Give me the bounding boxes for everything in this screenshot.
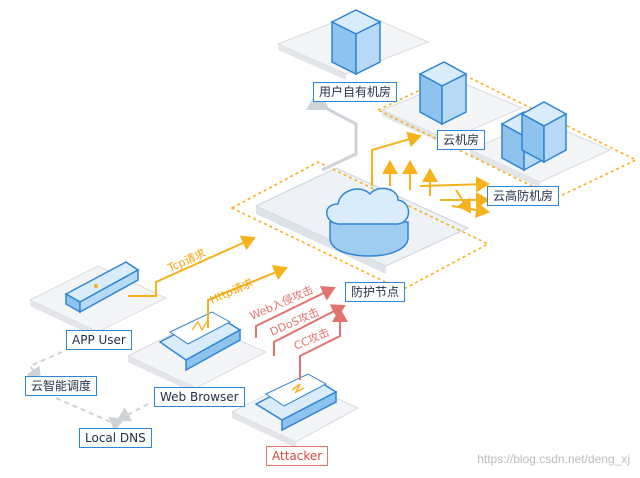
protection-node-dashed-box: [230, 161, 490, 291]
server-icon-high-defense: [500, 101, 568, 172]
http-request-label: Http请求: [208, 276, 255, 307]
attack-arrows: [255, 286, 348, 380]
http-request-arrow: [207, 265, 288, 328]
phone-device-icon: [64, 261, 140, 314]
laptop-device-icon: [158, 311, 242, 372]
cloud-icon: [326, 187, 410, 257]
app-user-label: APP User: [66, 330, 132, 350]
connector-to-user-room: [306, 89, 358, 172]
dns-dashed-links: [26, 351, 149, 432]
watermark-text: https://blog.csdn.net/deng_xj: [477, 452, 630, 466]
attacker-label: Attacker: [266, 446, 329, 466]
tcp-request-label: Tcp请求: [165, 247, 208, 276]
user-room-label: 用户自有机房: [313, 82, 398, 102]
high-defense-room-label: 云高防机房: [487, 186, 560, 206]
clean-traffic-arrows: [371, 131, 490, 218]
local-dns-label: Local DNS: [79, 428, 152, 448]
tcp-request-arrow: [128, 235, 256, 297]
cloud-dispatch-label: 云智能调度: [25, 376, 98, 396]
protection-node-label: 防护节点: [345, 282, 406, 302]
server-icon-cloud-room: [418, 61, 468, 126]
attacker-device-icon: [254, 373, 338, 432]
server-icon-user-room: [330, 9, 382, 76]
web-browser-label: Web Browser: [154, 387, 245, 407]
cloud-room-label: 云机房: [437, 130, 486, 150]
